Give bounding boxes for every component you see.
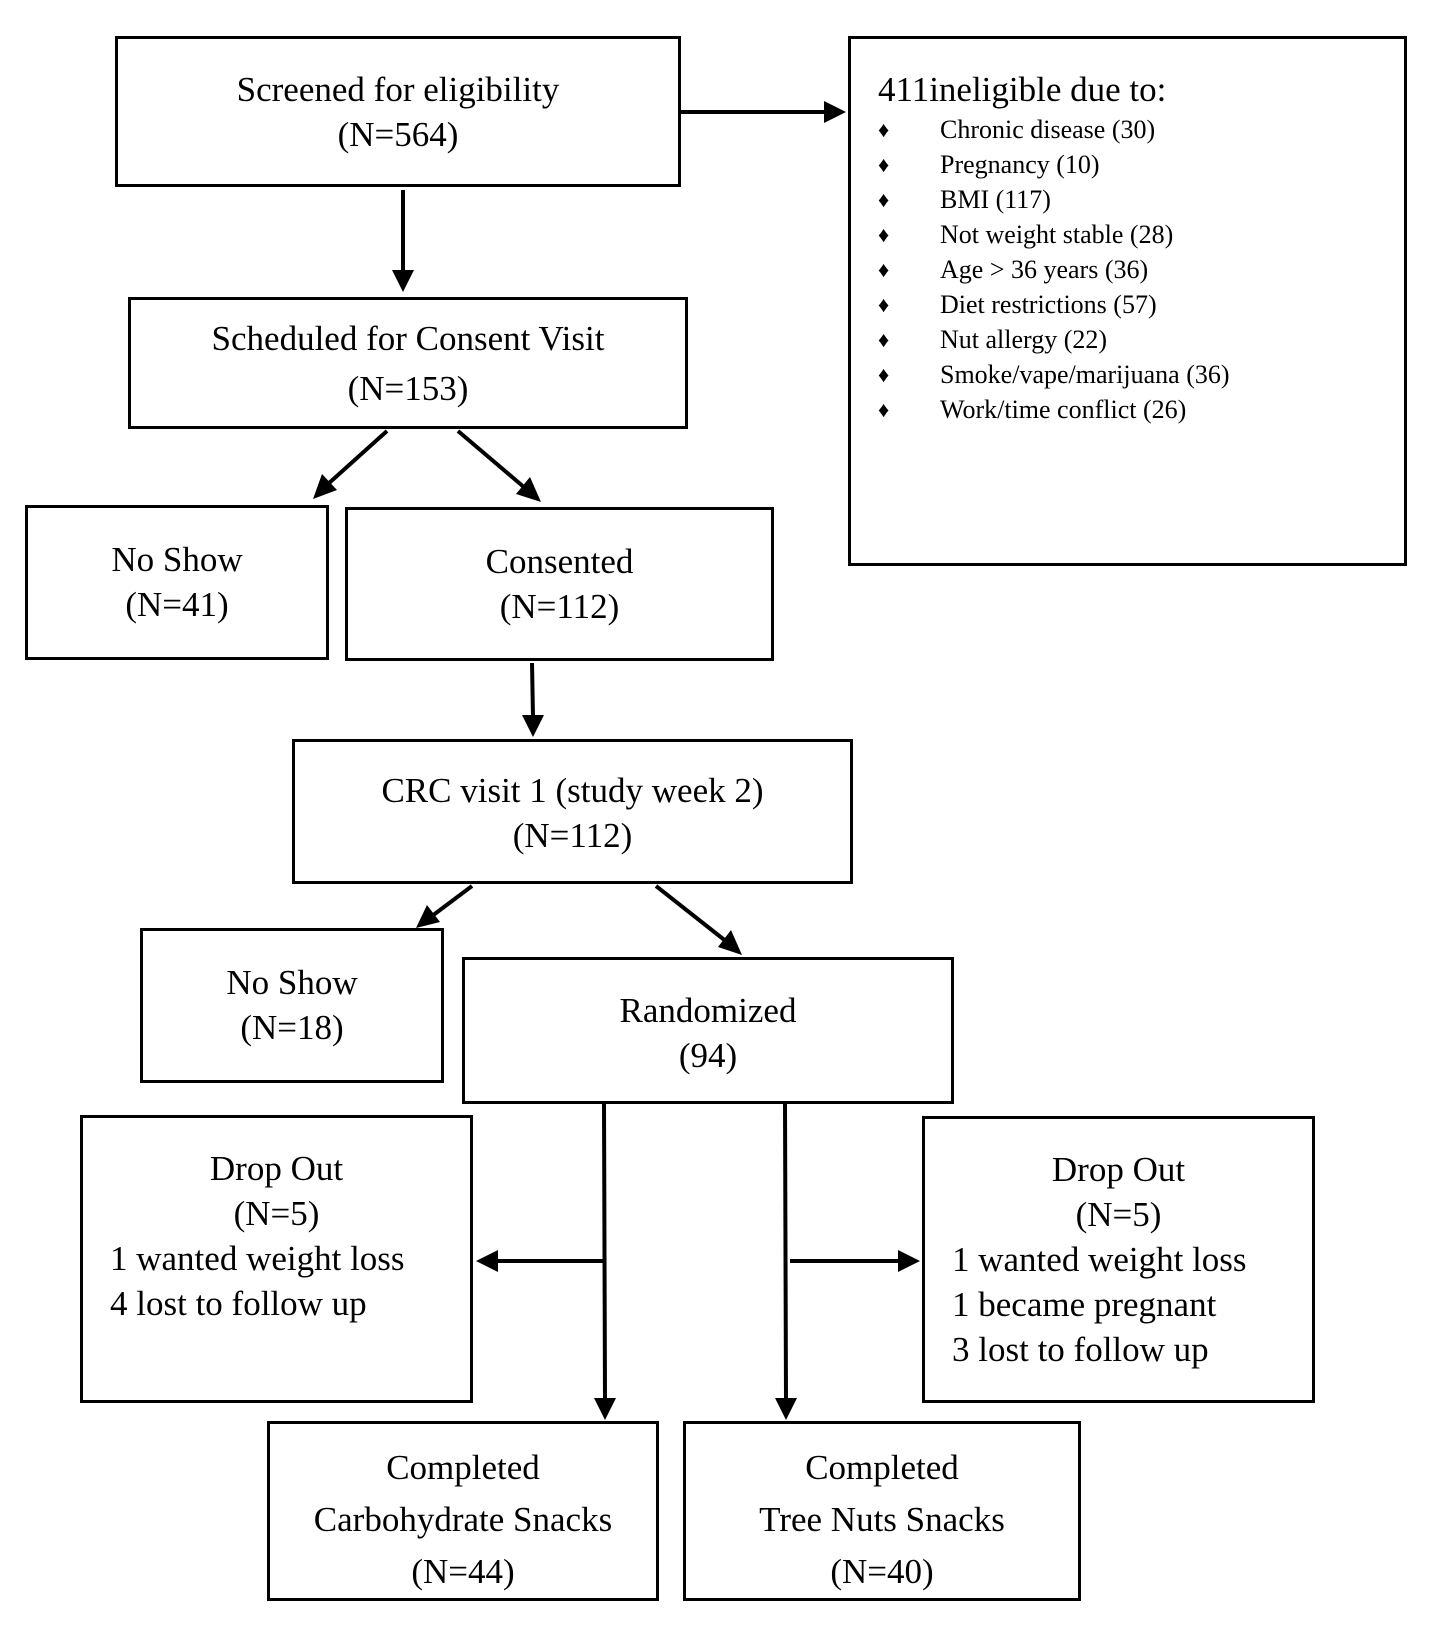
drop-out-reason: 1 became pregnant xyxy=(952,1285,1217,1324)
diamond-bullet-icon: ♦ xyxy=(878,257,890,282)
diamond-bullet-icon: ♦ xyxy=(878,362,890,387)
ineligible-reason: ♦Work/time conflict (26) xyxy=(878,392,1404,427)
drop-out-label: Drop Out xyxy=(209,1149,344,1188)
crc-visit-box: CRC visit 1 (study week 2) (N=112) xyxy=(292,739,853,884)
arrowhead-randomized-to-nuts xyxy=(775,1398,797,1420)
consented-box: Consented (N=112) xyxy=(345,507,774,661)
scheduled-label: Scheduled for Consent Visit xyxy=(211,319,605,358)
consented-label: Consented xyxy=(485,542,634,581)
completed-count: (N=44) xyxy=(411,1552,515,1591)
no-show-count: (N=41) xyxy=(125,585,229,624)
no-show-box-2: No Show (N=18) xyxy=(140,928,444,1083)
drop-out-count: (N=5) xyxy=(1075,1195,1162,1234)
arrowhead-scheduled-to-noshow1 xyxy=(313,474,337,499)
screened-count: (N=564) xyxy=(337,115,459,154)
drop-out-label: Drop Out xyxy=(1051,1150,1186,1189)
drop-out-reason: 1 wanted weight loss xyxy=(952,1240,1247,1279)
crc-visit-label: CRC visit 1 (study week 2) xyxy=(381,771,764,810)
diamond-bullet-icon: ♦ xyxy=(878,397,890,422)
ineligible-reason: ♦Chronic disease (30) xyxy=(878,112,1404,147)
no-show-label: No Show xyxy=(111,540,243,579)
completed-carbohydrate-box: Completed Carbohydrate Snacks (N=44) xyxy=(267,1421,659,1601)
no-show-box-1: No Show (N=41) xyxy=(25,505,329,660)
arrowhead-screened-to-ineligible xyxy=(824,101,846,123)
randomized-box: Randomized (94) xyxy=(462,957,954,1104)
crc-visit-count: (N=112) xyxy=(512,816,633,855)
randomized-label: Randomized xyxy=(619,991,797,1030)
arrowhead-scheduled-to-consented xyxy=(516,477,541,502)
scheduled-count: (N=153) xyxy=(347,369,469,408)
completed-label: Completed xyxy=(386,1448,540,1487)
ineligible-reasons-list: ♦Chronic disease (30) ♦Pregnancy (10) ♦B… xyxy=(878,112,1404,427)
screened-label: Screened for eligibility xyxy=(236,70,560,109)
arrow-consented-to-crc xyxy=(530,662,535,718)
completed-count: (N=40) xyxy=(830,1552,934,1591)
ineligible-box: 411ineligible due to: ♦Chronic disease (… xyxy=(848,36,1407,566)
arrowhead-crc-to-noshow2 xyxy=(416,905,440,928)
diamond-bullet-icon: ♦ xyxy=(878,327,890,352)
arrow-randomized-to-carb xyxy=(602,1103,607,1401)
screened-box: Screened for eligibility (N=564) xyxy=(115,36,681,187)
arrowhead-screened-to-scheduled xyxy=(392,270,414,292)
drop-out-reason: 4 lost to follow up xyxy=(110,1284,367,1323)
diamond-bullet-icon: ♦ xyxy=(878,187,890,212)
ineligible-reason: ♦Smoke/vape/marijuana (36) xyxy=(878,357,1404,392)
completed-tree-nuts-box: Completed Tree Nuts Snacks (N=40) xyxy=(683,1421,1081,1601)
arrow-randomized-to-nuts xyxy=(783,1103,788,1401)
arrow-crc-to-noshow2 xyxy=(430,884,474,918)
ineligible-reason: ♦Pregnancy (10) xyxy=(878,147,1404,182)
no-show-count: (N=18) xyxy=(240,1008,344,1047)
diamond-bullet-icon: ♦ xyxy=(878,292,890,317)
arrowhead-randomized-to-carb xyxy=(594,1398,616,1420)
drop-out-box-right: Drop Out (N=5) 1 wanted weight loss 1 be… xyxy=(922,1116,1315,1403)
ineligible-reason: ♦BMI (117) xyxy=(878,182,1404,217)
ineligible-reason: ♦Diet restrictions (57) xyxy=(878,287,1404,322)
arm-label: Tree Nuts Snacks xyxy=(759,1500,1005,1539)
diamond-bullet-icon: ♦ xyxy=(878,222,890,247)
arrow-crc-to-randomized xyxy=(654,884,729,944)
scheduled-box: Scheduled for Consent Visit (N=153) xyxy=(128,297,688,429)
completed-label: Completed xyxy=(805,1448,959,1487)
ineligible-reason: ♦Not weight stable (28) xyxy=(878,217,1404,252)
ineligible-reason: ♦Age > 36 years (36) xyxy=(878,252,1404,287)
ineligible-heading: 411ineligible due to: xyxy=(878,70,1167,109)
drop-out-reason: 1 wanted weight loss xyxy=(110,1239,405,1278)
arrow-scheduled-to-consented xyxy=(456,429,527,490)
no-show-label: No Show xyxy=(226,963,358,1002)
arm-label: Carbohydrate Snacks xyxy=(313,1500,613,1539)
consented-count: (N=112) xyxy=(499,587,620,626)
drop-out-count: (N=5) xyxy=(233,1194,320,1233)
ineligible-reason: ♦Nut allergy (22) xyxy=(878,322,1404,357)
arrow-scheduled-to-noshow1 xyxy=(326,429,389,486)
drop-out-reason: 3 lost to follow up xyxy=(952,1330,1209,1369)
arrowhead-to-dropout-right xyxy=(898,1250,920,1272)
randomized-count: (94) xyxy=(678,1036,738,1075)
arrowhead-consented-to-crc xyxy=(522,715,544,737)
diamond-bullet-icon: ♦ xyxy=(878,117,890,142)
arrowhead-crc-to-randomized xyxy=(718,930,742,955)
arrowhead-to-dropout-left xyxy=(476,1250,498,1272)
diamond-bullet-icon: ♦ xyxy=(878,152,890,177)
drop-out-box-left: Drop Out (N=5) 1 wanted weight loss 4 lo… xyxy=(80,1115,473,1403)
